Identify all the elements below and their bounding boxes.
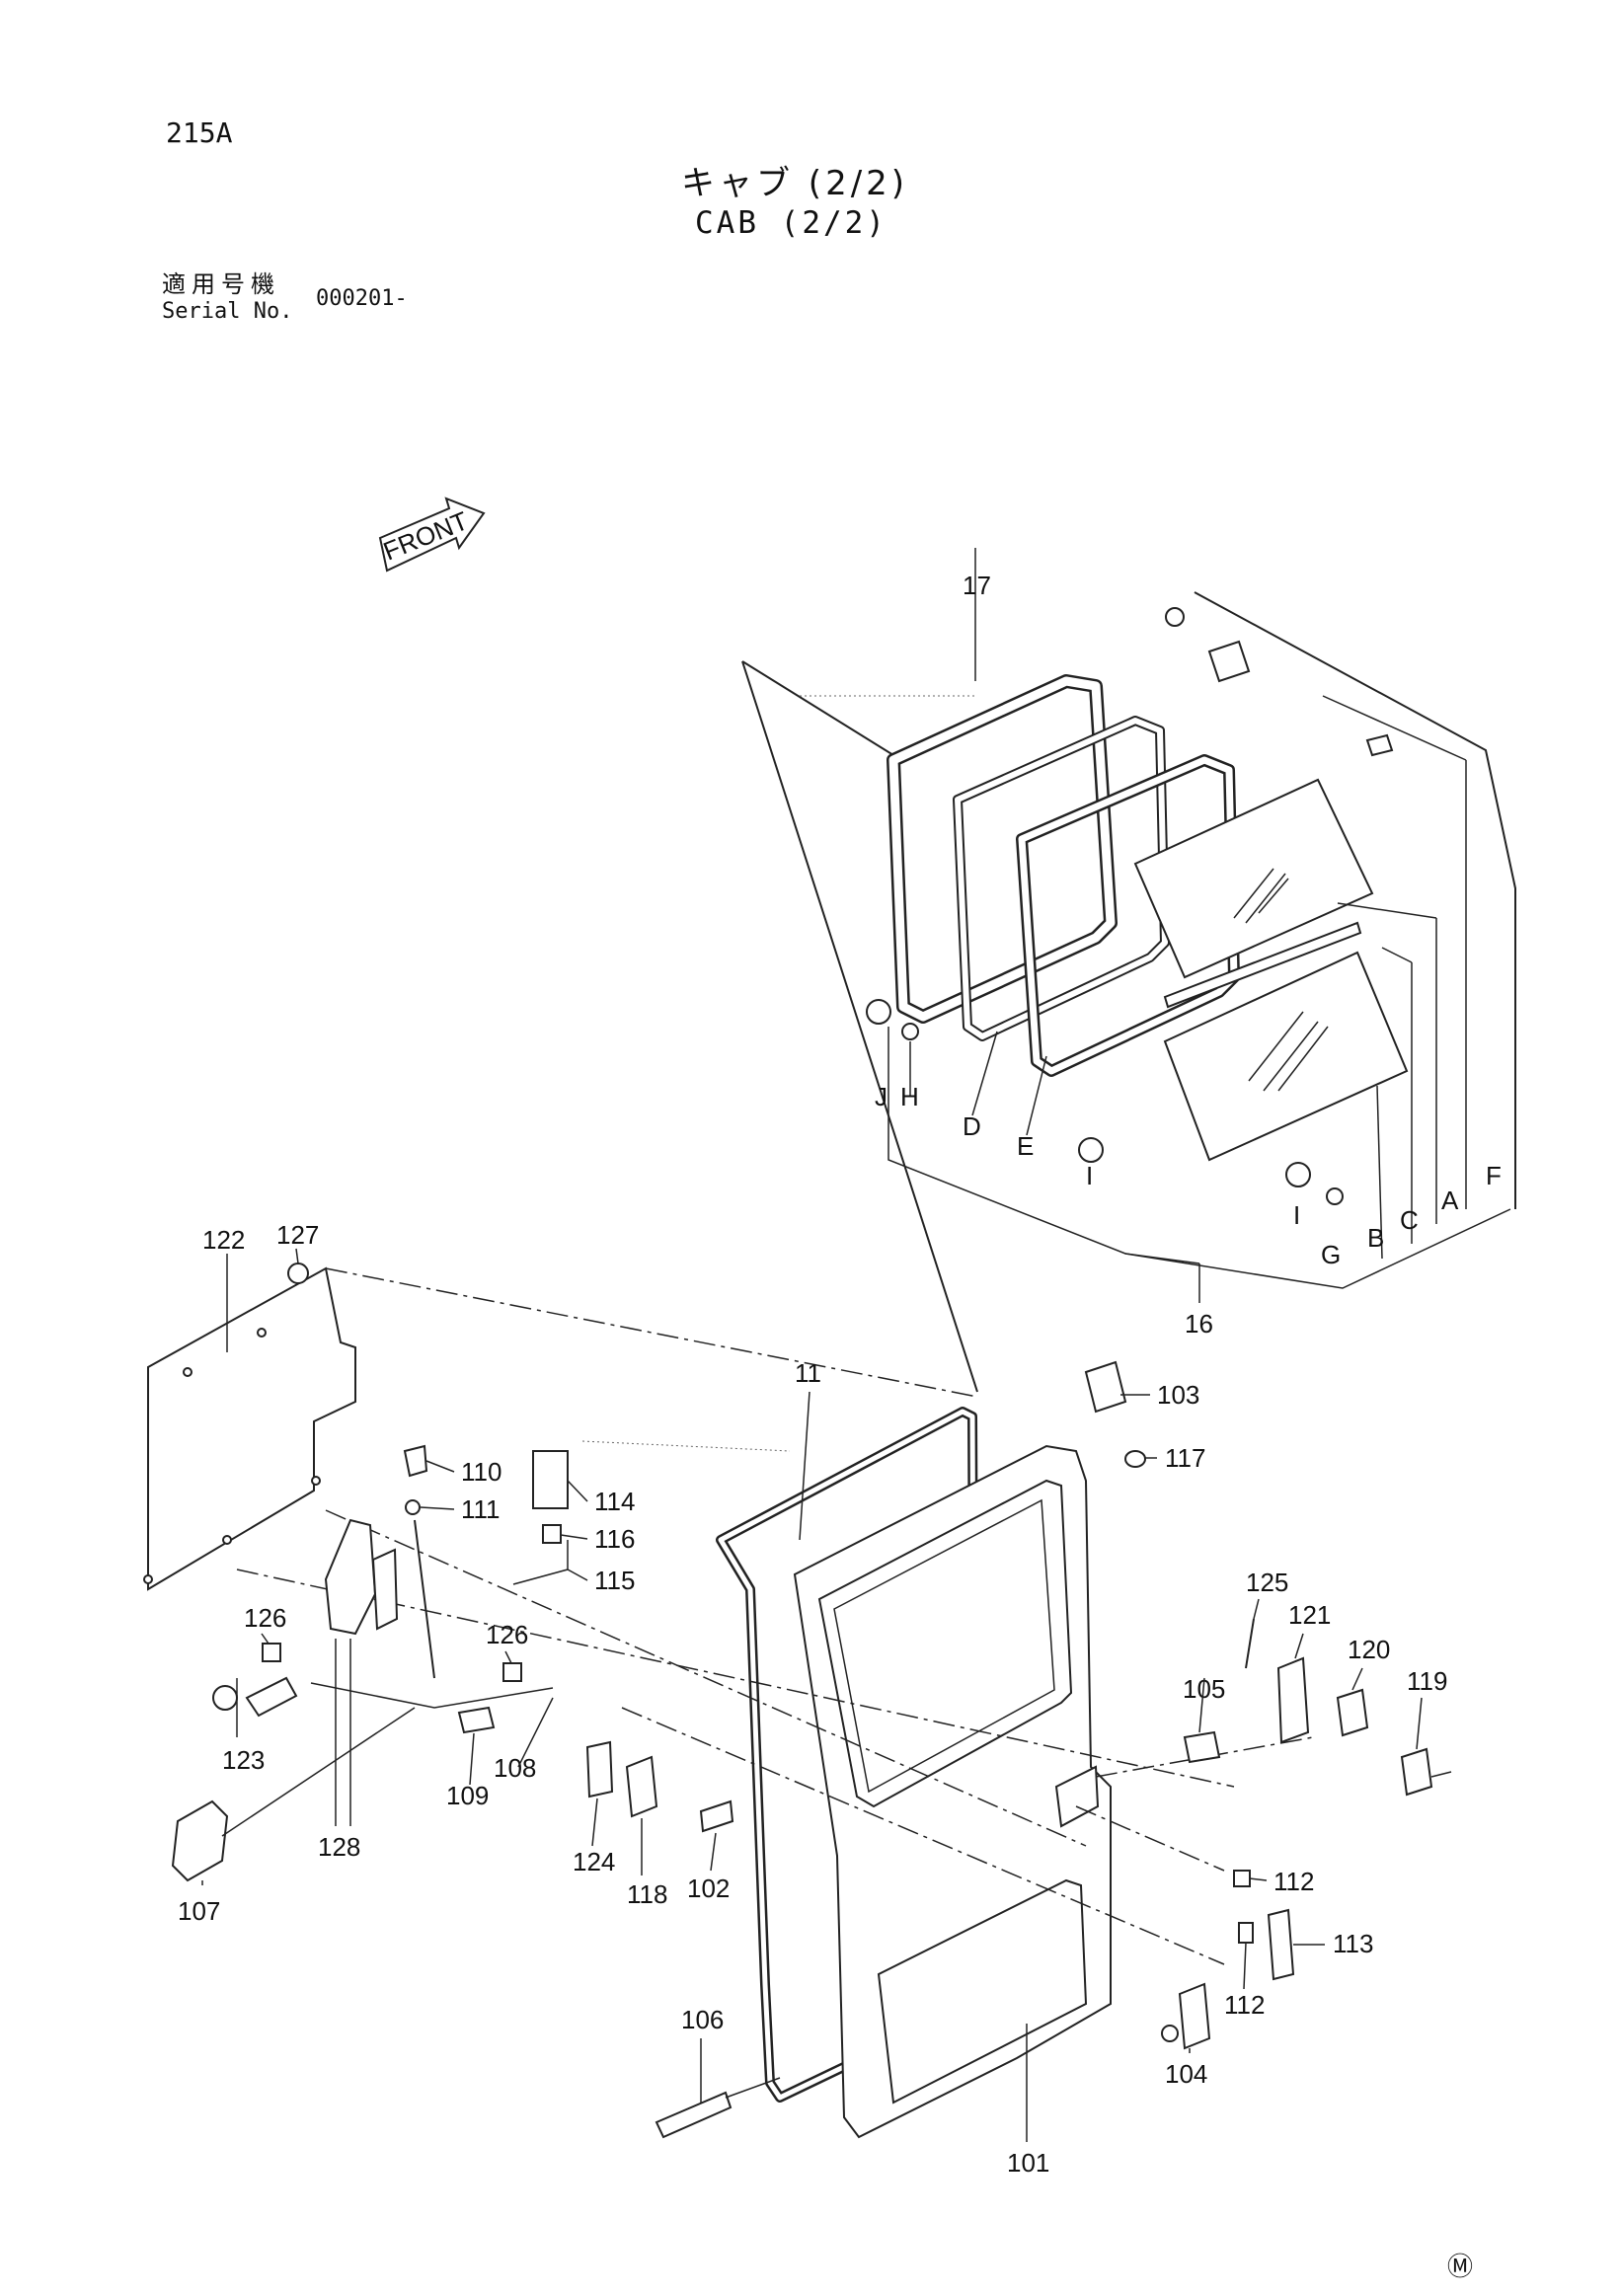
callout-104: 104 bbox=[1165, 2059, 1207, 2089]
callout-e: E bbox=[1017, 1131, 1034, 1161]
callout-125: 125 bbox=[1246, 1568, 1288, 1597]
callout-106: 106 bbox=[681, 2005, 724, 2034]
callout-109: 109 bbox=[446, 1781, 489, 1810]
callout-a: A bbox=[1441, 1186, 1459, 1215]
window-assembly bbox=[741, 548, 1516, 1393]
callout-128: 128 bbox=[318, 1832, 360, 1862]
callout-17: 17 bbox=[963, 571, 991, 600]
footer-mark: Ⓜ bbox=[1447, 2253, 1474, 2282]
callout-112-2: 112 bbox=[1224, 1990, 1265, 2020]
cap-i2-icon bbox=[1285, 1162, 1311, 1187]
callout-j: J bbox=[875, 1082, 887, 1111]
callout-120: 120 bbox=[1348, 1635, 1390, 1664]
page-title-english: CAB (2/2) bbox=[695, 205, 887, 241]
cap-i-icon bbox=[1078, 1137, 1104, 1163]
callout-112: 112 bbox=[1273, 1867, 1314, 1896]
callout-117: 117 bbox=[1165, 1443, 1205, 1473]
callout-d: D bbox=[963, 1111, 981, 1141]
callout-115: 115 bbox=[594, 1566, 635, 1595]
page-id: 215A bbox=[166, 116, 233, 149]
callout-127: 127 bbox=[276, 1220, 319, 1250]
callout-114: 114 bbox=[594, 1487, 635, 1516]
door-assembly bbox=[143, 1263, 1452, 2139]
callout-i-2: I bbox=[1293, 1200, 1300, 1230]
serial-label-japanese: 適用号機 bbox=[162, 270, 280, 298]
front-arrow-label: FRONT bbox=[379, 505, 472, 566]
callout-107: 107 bbox=[178, 1896, 220, 1926]
front-arrow-icon: FRONT bbox=[378, 497, 486, 573]
callout-c: C bbox=[1400, 1205, 1419, 1235]
page-title-japanese: キャブ (2/2) bbox=[681, 164, 909, 203]
callout-b: B bbox=[1367, 1223, 1384, 1253]
serial-label-english: Serial No. bbox=[162, 299, 293, 324]
callout-108: 108 bbox=[494, 1753, 536, 1783]
leader-lines bbox=[201, 1248, 1423, 2142]
serial-number: 000201- bbox=[316, 286, 408, 311]
callout-123: 123 bbox=[222, 1745, 265, 1775]
callout-102: 102 bbox=[687, 1874, 730, 1903]
callout-110: 110 bbox=[461, 1457, 501, 1487]
callout-g: G bbox=[1321, 1240, 1341, 1269]
callout-121: 121 bbox=[1288, 1600, 1331, 1630]
callout-f: F bbox=[1486, 1161, 1502, 1190]
callout-126-2: 126 bbox=[486, 1620, 528, 1649]
callout-122: 122 bbox=[202, 1225, 245, 1255]
callout-i: I bbox=[1086, 1161, 1093, 1190]
callout-101: 101 bbox=[1007, 2148, 1049, 2178]
callout-119: 119 bbox=[1407, 1666, 1447, 1696]
callout-116: 116 bbox=[594, 1524, 635, 1554]
callout-h: H bbox=[900, 1082, 919, 1111]
callout-118: 118 bbox=[627, 1879, 667, 1909]
callout-113: 113 bbox=[1333, 1929, 1373, 1958]
callout-124: 124 bbox=[573, 1847, 615, 1876]
bolt-j-icon bbox=[866, 999, 891, 1025]
washer-h-icon bbox=[901, 1023, 919, 1040]
screw-g-icon bbox=[1326, 1187, 1344, 1205]
callout-126: 126 bbox=[244, 1603, 286, 1633]
callout-16: 16 bbox=[1185, 1309, 1213, 1339]
callout-11: 11 bbox=[795, 1358, 821, 1388]
callout-103: 103 bbox=[1157, 1380, 1199, 1410]
callout-labels: 17 D E J H I I G B C A F 16 11 101 102 1… bbox=[178, 571, 1502, 2178]
callout-111: 111 bbox=[461, 1494, 501, 1524]
